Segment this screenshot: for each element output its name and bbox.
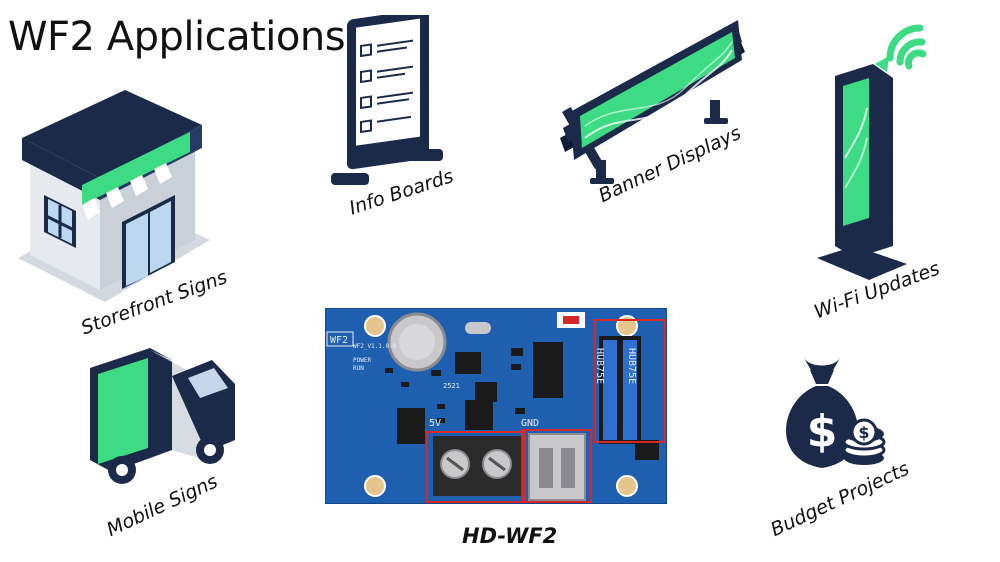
- hd-wf2-board: WF2 WF2_V1.1.0-R POWER RUN 5V GND 2521 H…: [325, 308, 667, 504]
- silk-hub2: HUB75E: [626, 348, 637, 384]
- page-title: WF2 Applications: [8, 14, 346, 60]
- silk-power: POWER: [353, 357, 371, 364]
- silk-name: WF2: [330, 335, 348, 346]
- board-caption: HD-WF2: [462, 524, 558, 548]
- info-board-icon: [331, 15, 443, 185]
- svg-text:$: $: [807, 406, 838, 457]
- silk-hub1: HUB75E: [594, 348, 605, 384]
- money-bag-icon: $ $: [785, 358, 886, 468]
- silk-5v: 5V: [429, 418, 441, 429]
- storefront-icon: [18, 90, 210, 302]
- wifi-kiosk-icon: [817, 24, 927, 280]
- silk-chip: 2521: [443, 382, 460, 390]
- banner-display-icon: [560, 20, 745, 184]
- silk-run: RUN: [353, 365, 364, 372]
- silk-gnd: GND: [521, 418, 539, 429]
- svg-text:$: $: [858, 423, 869, 442]
- silk-version: WF2_V1.1.0-R: [353, 343, 397, 350]
- truck-icon: [90, 348, 235, 484]
